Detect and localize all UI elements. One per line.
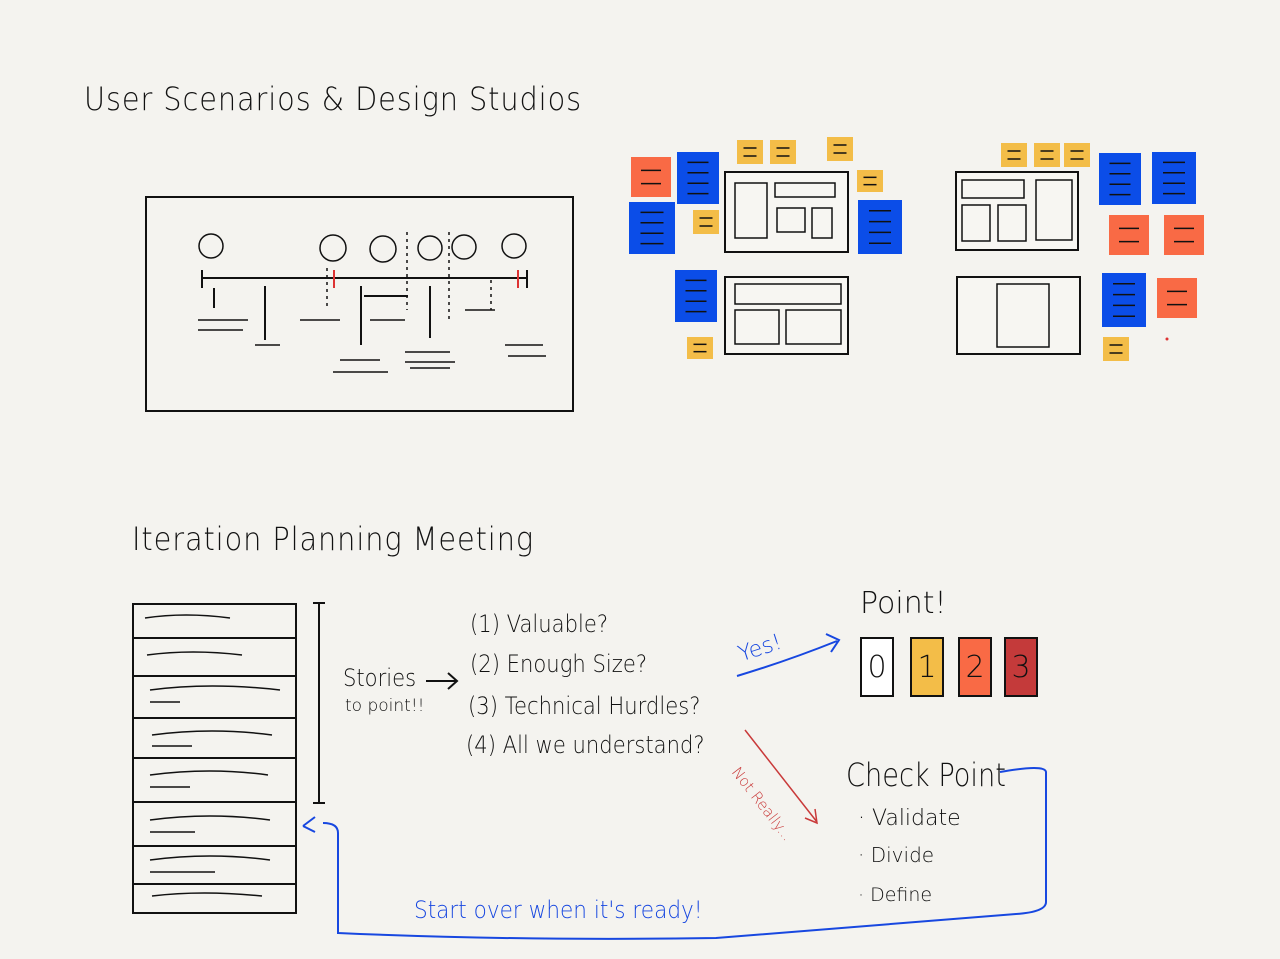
sticky-note: [770, 140, 796, 164]
point-title: Point!: [860, 586, 947, 621]
sticky-note: [1103, 337, 1129, 361]
face-icon: [369, 235, 397, 263]
sticky-note: [1034, 143, 1060, 167]
question-item: (2) Enough Size?: [470, 650, 648, 678]
wireframe-frames: [724, 171, 1081, 355]
question-item: (3) Technical Hurdles?: [468, 692, 701, 720]
story-list: [132, 602, 459, 914]
section-title-user-scenarios: User Scenarios & Design Studios: [84, 80, 582, 118]
sticky-note: [675, 270, 717, 322]
stories-label: Stories: [343, 664, 417, 692]
sticky-note: [1001, 143, 1027, 167]
check-point-item: · Divide: [858, 843, 935, 867]
face-icon: [501, 233, 527, 259]
face-icon: [198, 233, 224, 259]
sticky-note: [1099, 153, 1141, 205]
sticky-note: [857, 170, 883, 192]
not-really-arrow: [744, 729, 818, 825]
sticky-notes: [629, 137, 1204, 361]
point-card-2: 2: [958, 637, 992, 697]
check-point-item: · Define: [858, 884, 933, 906]
check-point-item: · Validate: [858, 806, 961, 831]
face-icon: [417, 235, 443, 261]
sticky-note: [1152, 152, 1196, 204]
question-item: (4) All we understand?: [466, 731, 705, 759]
stories-sub-label: to point!!: [345, 696, 425, 716]
sticky-note: [1102, 273, 1146, 327]
sticky-note: [827, 137, 853, 161]
point-card-3: 3: [1004, 637, 1038, 697]
sticky-note: [687, 337, 713, 359]
point-card-1: 1: [910, 637, 944, 697]
point-card-0: 0: [860, 637, 894, 697]
sticky-note: [631, 157, 671, 197]
sticky-note: [1157, 278, 1197, 318]
face-icon: [451, 234, 477, 260]
sticky-note: [1064, 143, 1090, 167]
yes-arrow: [736, 633, 841, 677]
loop-back-arrow: [302, 767, 1047, 940]
sticky-note: [737, 140, 763, 164]
check-point-title: Check Point: [846, 756, 1006, 794]
section-title-iteration-planning: Iteration Planning Meeting: [132, 520, 535, 558]
sticky-note: [629, 202, 675, 254]
user-scenario-board: [145, 196, 574, 412]
face-icon: [319, 234, 347, 262]
question-item: (1) Valuable?: [470, 610, 609, 638]
sticky-note: [693, 210, 719, 234]
sticky-note: [1164, 215, 1204, 255]
sticky-note: [677, 152, 719, 204]
sticky-note: [858, 200, 902, 254]
sticky-note: [1109, 215, 1149, 255]
loop-label: Start over when it's ready!: [414, 896, 703, 924]
